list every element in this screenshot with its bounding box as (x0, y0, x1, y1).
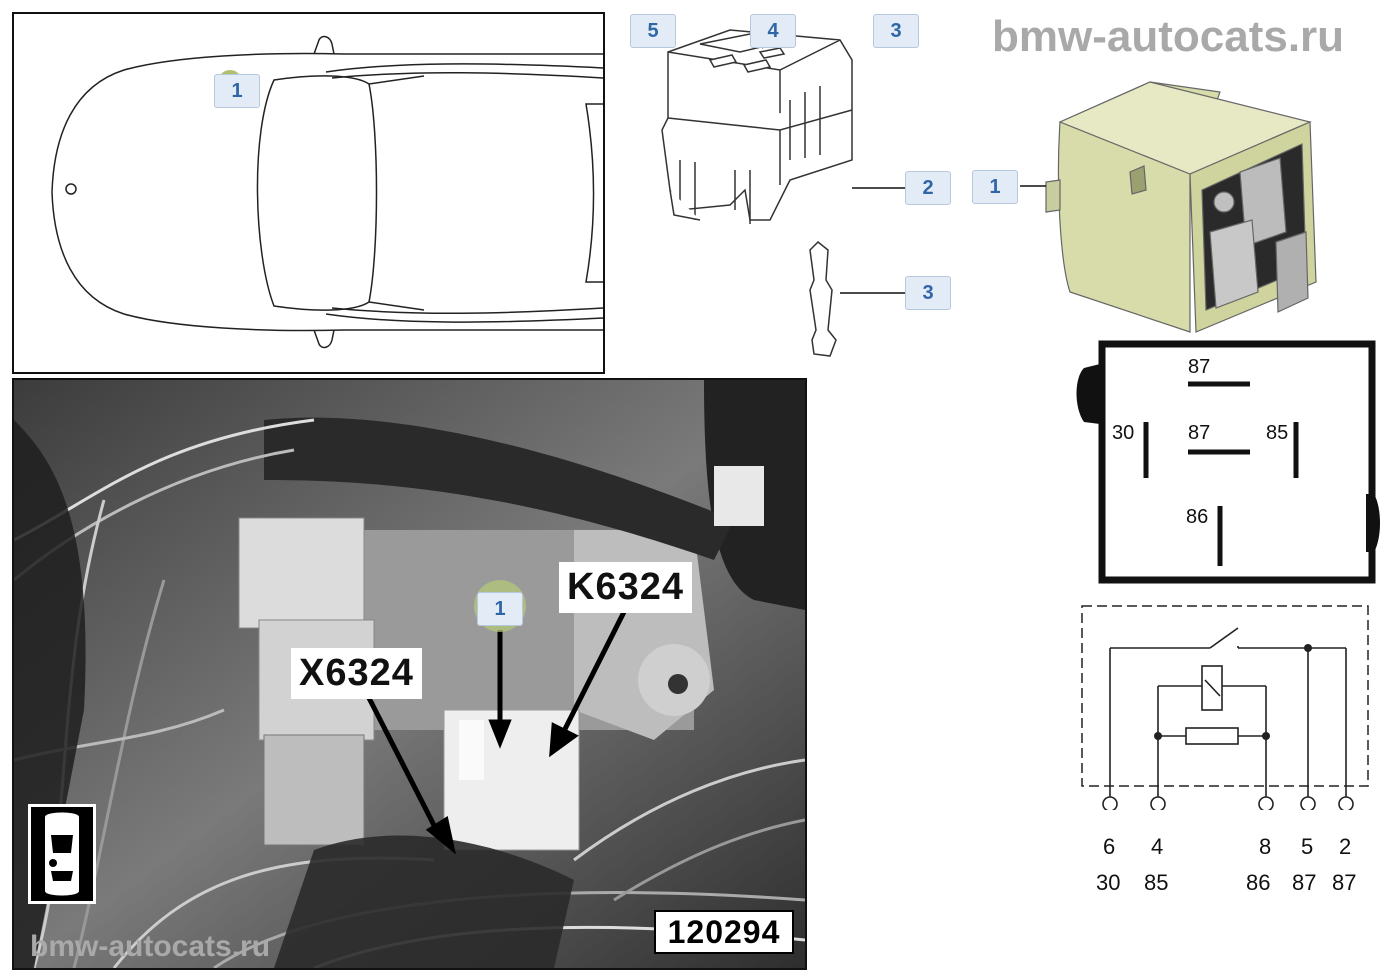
car-callout-1[interactable]: 1 (214, 74, 260, 108)
pinout-label-top-87: 87 (1188, 356, 1211, 378)
installation-photo: X6324 K6324 1 120294 (12, 378, 807, 970)
relay-schematic: 6 30 4 85 8 86 5 87 2 87 (1070, 600, 1380, 895)
car-outline (51, 35, 605, 349)
schematic-pin-2: 2 (1339, 834, 1352, 859)
socket-callout-5[interactable]: 5 (630, 14, 676, 48)
schematic-term-30: 30 (1096, 870, 1121, 895)
relay-pinout: 87 30 87 85 86 (1070, 338, 1380, 588)
schematic-term-87b: 87 (1332, 870, 1357, 895)
pinout-label-86: 86 (1186, 506, 1209, 528)
pinout-label-center-87: 87 (1188, 422, 1211, 444)
schematic-pin-4: 4 (1151, 834, 1164, 859)
car-location-icon (28, 804, 96, 904)
car-overview-panel: 1 (12, 12, 605, 374)
schematic-term-87a: 87 (1292, 870, 1317, 895)
relay-drawing (1020, 62, 1380, 342)
label-k6324: K6324 (559, 562, 692, 613)
relay-socket-drawing: 5 4 3 2 3 (630, 10, 970, 370)
relay-callout-1[interactable]: 1 (972, 170, 1018, 204)
socket-callout-3-top[interactable]: 3 (873, 14, 919, 48)
schematic-term-85: 85 (1144, 870, 1169, 895)
pinout-label-30: 30 (1112, 422, 1135, 444)
label-x6324: X6324 (291, 648, 422, 699)
image-number: 120294 (654, 910, 794, 954)
photo-callout-1[interactable]: 1 (477, 592, 523, 626)
socket-callout-4[interactable]: 4 (750, 14, 796, 48)
pinout-label-85: 85 (1266, 422, 1289, 444)
schematic-term-86: 86 (1246, 870, 1271, 895)
terminal-callout-3[interactable]: 3 (905, 276, 951, 310)
watermark-bottom: bmw-autocats.ru (30, 930, 271, 963)
schematic-pin-5: 5 (1301, 834, 1314, 859)
schematic-pin-6: 6 (1103, 834, 1116, 859)
watermark-top: bmw-autocats.ru (992, 12, 1345, 61)
schematic-pin-8: 8 (1259, 834, 1272, 859)
socket-callout-2[interactable]: 2 (905, 171, 951, 205)
